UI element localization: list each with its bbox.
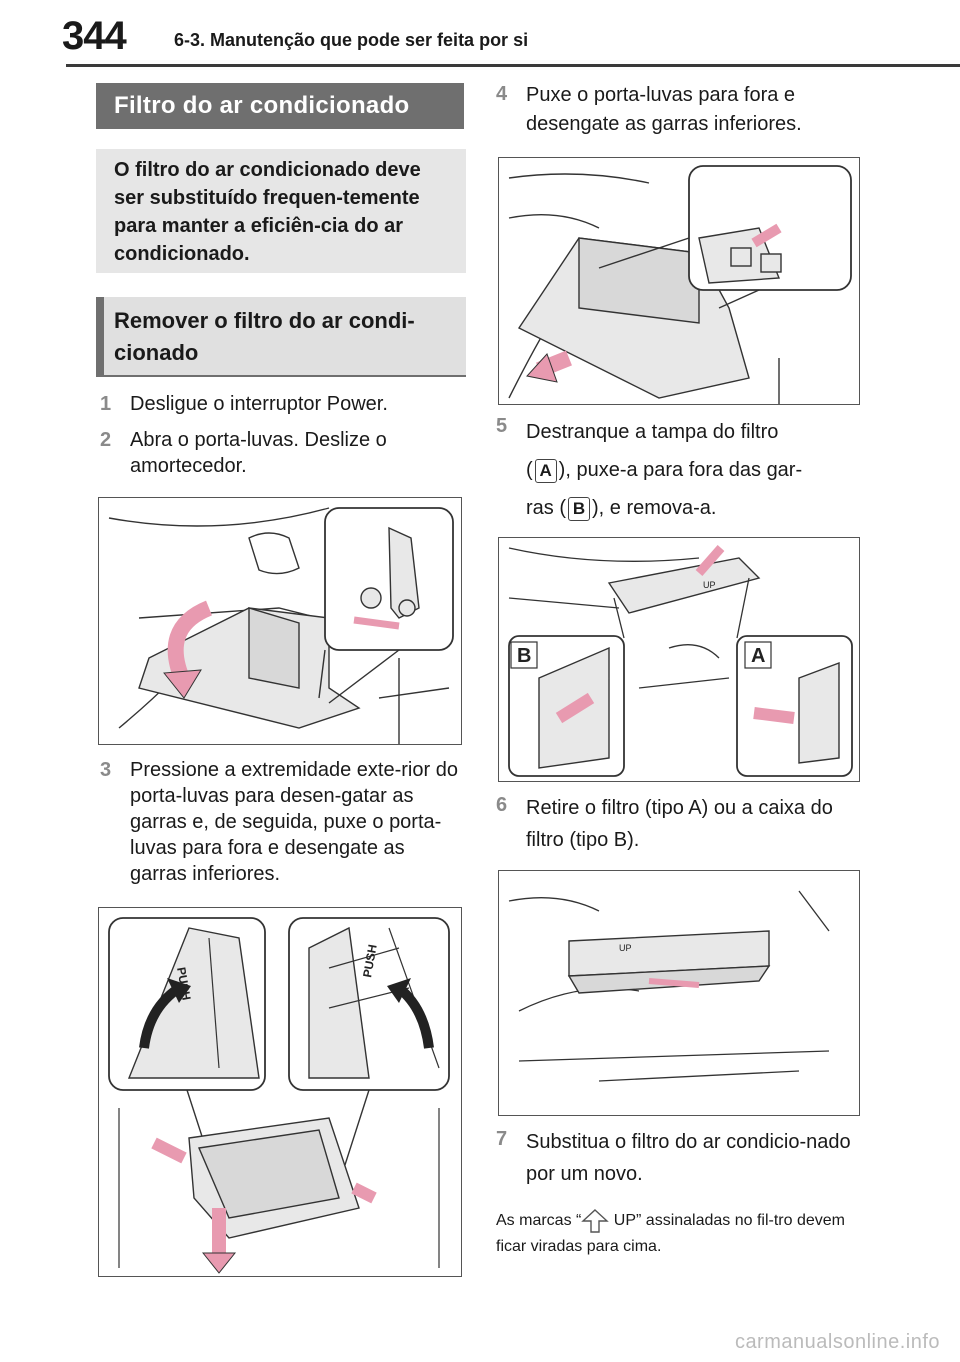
step-5-open-paren: ( <box>526 459 533 481</box>
footer-watermark-url[interactable]: carmanualsonline.info <box>734 1331 940 1353</box>
step-number: 4 <box>496 83 508 105</box>
label-b-box: B <box>568 496 590 521</box>
step-number: 2 <box>100 429 112 451</box>
intro-box: O filtro do ar condicionado deve ser sub… <box>96 149 466 273</box>
figure-glovebox-push: PUSH PUSH <box>98 907 462 1277</box>
label-a-box: A <box>534 458 557 483</box>
figure-glovebox-damper <box>98 497 462 745</box>
step-text: Pressione a extremidade exte-rior do por… <box>130 759 458 885</box>
step-number: 1 <box>100 393 112 415</box>
figure-glovebox-lower-claws <box>498 157 860 405</box>
fig5-label-b: B <box>517 645 531 667</box>
step-2: 2 Abra o porta-luvas. Deslize o amortece… <box>100 427 460 479</box>
step-5-line-1: Destranque a tampa do filtro <box>526 421 779 443</box>
step-number: 7 <box>496 1128 508 1150</box>
push-label-right: PUSH <box>360 943 380 978</box>
step-5-line-3b: ), e remova-a. <box>592 497 717 519</box>
figure-filter-removal: UP <box>498 870 860 1116</box>
step-text: Substitua o filtro do ar condicio-nado p… <box>526 1131 851 1185</box>
note-text-a: As marcas “ <box>496 1212 582 1229</box>
header-rule <box>66 64 960 67</box>
step-text: Destranque a tampa do filtro (A), puxe-a… <box>496 413 856 527</box>
up-arrow-icon <box>581 1208 610 1233</box>
page-header: 344 6-3. Manutenção que pode ser feita p… <box>0 0 960 72</box>
step-text: Abra o porta-luvas. Deslize o amortecedo… <box>130 429 387 477</box>
step-text: Retire o filtro (tipo A) ou a caixa do f… <box>526 797 833 851</box>
figure-filter-cover: UP B A <box>498 537 860 782</box>
step-6: 6 Retire o filtro (tipo A) ou a caixa do… <box>496 792 856 856</box>
step-3: 3 Pressione a extremidade exte-rior do p… <box>100 757 460 887</box>
step-7: 7 Substitua o filtro do ar condicio-nado… <box>496 1126 856 1190</box>
step-4: 4 Puxe o porta-luvas para fora e desenga… <box>496 81 856 139</box>
main-heading: Filtro do ar condicionado <box>96 83 464 129</box>
note-up-marks: As marcas “ UP” assinaladas no fil-tro d… <box>496 1208 846 1260</box>
fig5-label-a: A <box>751 645 765 667</box>
section-title: 6-3. Manutenção que pode ser feita por s… <box>174 30 529 50</box>
step-1: 1 Desligue o interruptor Power. <box>100 391 460 417</box>
step-text: Desligue o interruptor Power. <box>130 393 388 415</box>
step-text: Puxe o porta-luvas para fora e desengate… <box>526 84 802 135</box>
step-number: 3 <box>100 759 112 781</box>
fig6-up-label: UP <box>619 943 632 953</box>
step-number: 6 <box>496 794 508 816</box>
step-number: 5 <box>496 415 508 437</box>
step-5: 5 Destranque a tampa do filtro (A), puxe… <box>496 413 856 527</box>
sub-heading: Remover o filtro do ar condi-cionado <box>96 297 466 377</box>
step-5-line-2: ), puxe-a para fora das gar- <box>558 459 803 481</box>
fig5-up-label: UP <box>703 580 716 590</box>
step-5-line-3a: ras ( <box>526 497 566 519</box>
page-number: 344 <box>62 14 127 58</box>
note-text-b: UP” assinaladas no fil-tro devem ficar v… <box>496 1212 845 1255</box>
